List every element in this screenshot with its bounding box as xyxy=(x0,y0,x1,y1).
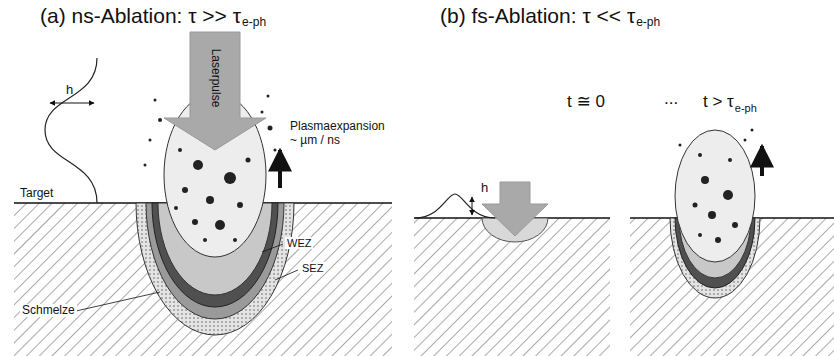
panel-title: (b) fs-Ablation: τ << τ xyxy=(440,4,635,27)
time-label: t ≅ 0 xyxy=(567,93,605,112)
annotation: Plasmaexpansion xyxy=(290,120,385,133)
zone-label: WEZ xyxy=(285,237,313,249)
arrow-label: Laserpulse xyxy=(208,49,221,108)
subscript: e-ph xyxy=(636,16,660,29)
ellipsis: ... xyxy=(664,90,678,109)
zone-label: SEZ xyxy=(300,262,325,274)
panel-title: (a) ns-Ablation: τ >> τ xyxy=(40,4,241,27)
dimension-label: h xyxy=(481,181,488,195)
annotation: Target xyxy=(20,187,53,200)
dimension-label: h xyxy=(66,83,73,97)
time-label: t > τ xyxy=(703,93,734,112)
annotation: ~ µm / ns xyxy=(290,134,340,147)
subscript: e-ph xyxy=(242,16,266,29)
zone-label: Schmelze xyxy=(20,304,77,317)
subscript: e-ph xyxy=(735,102,757,114)
